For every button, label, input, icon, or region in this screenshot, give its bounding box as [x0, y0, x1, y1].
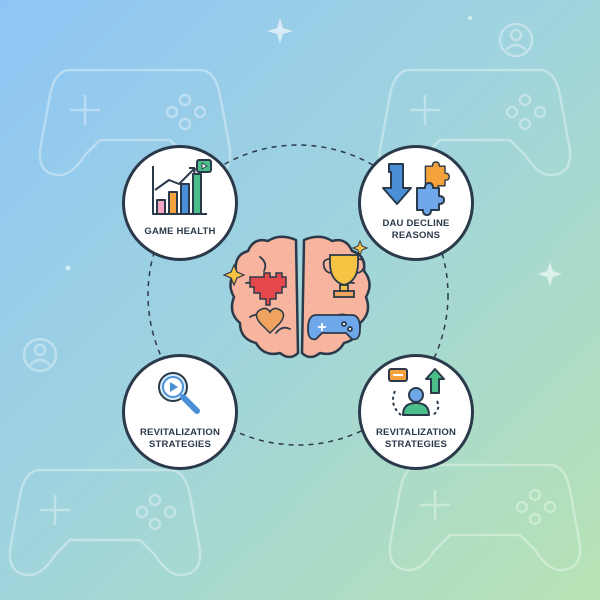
node-game-health: GAME HEALTH: [122, 145, 238, 261]
sparkle-icon: [538, 262, 562, 286]
gamepad-icon: [307, 314, 361, 341]
controller-icon: [378, 68, 572, 177]
node-label: DAU DECLINE REASONS: [361, 218, 471, 242]
sparkle-icon: [222, 263, 246, 287]
connector-ring: [147, 144, 449, 446]
brain-icon: [222, 235, 371, 359]
node-label: REVITALIZATION STRATEGIES: [361, 427, 471, 451]
node-revitalization-strategies-left: REVITALIZATION STRATEGIES: [122, 354, 238, 470]
node-label: GAME HEALTH: [144, 226, 216, 237]
label-line: STRATEGIES: [149, 439, 211, 450]
down-arrow-puzzle-icon: [382, 161, 450, 216]
bar-chart-trend-icon: [152, 159, 212, 215]
controller-icon: [388, 463, 582, 572]
heart-icon: [255, 307, 285, 335]
controller-icon: [8, 468, 202, 577]
label-line: REVITALIZATION: [139, 427, 221, 438]
user-icon: [498, 22, 534, 58]
magnifier-play-icon: [158, 372, 200, 414]
user-chat-growth-icon: [388, 368, 445, 416]
node-revitalization-strategies-right: REVITALIZATION STRATEGIES: [358, 354, 474, 470]
heart-icon: [249, 272, 287, 306]
label-line: REVITALIZATION: [375, 427, 457, 438]
label-line: REASONS: [391, 230, 441, 241]
user-icon: [22, 337, 58, 373]
label-line: STRATEGIES: [385, 439, 447, 450]
label-line: DAU DECLINE: [382, 218, 450, 229]
node-label: REVITALIZATION STRATEGIES: [125, 427, 235, 451]
node-dau-decline-reasons: DAU DECLINE REASONS: [358, 145, 474, 261]
sparkle-icon: [267, 18, 293, 44]
trophy-icon: [322, 254, 366, 298]
controller-icon: [38, 68, 232, 177]
